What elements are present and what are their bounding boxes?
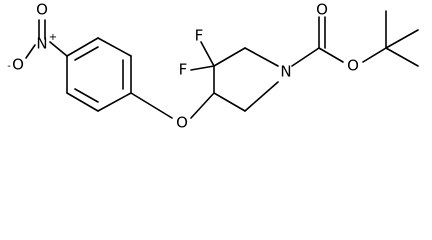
piperidine-bond-5 bbox=[213, 92, 246, 112]
nitro-to-phenyl-bond bbox=[49, 41, 68, 57]
phenyl-bond-5 bbox=[66, 92, 99, 112]
ring-nitrogen-to-carbonyl-bond bbox=[291, 47, 320, 67]
ester-oxygen-label: O bbox=[347, 57, 359, 75]
nitro-n-o-single-bond bbox=[25, 44, 36, 59]
bond-lines bbox=[25, 10, 419, 119]
ring-nitrogen-label: N bbox=[280, 63, 291, 81]
ether-oxygen-label: O bbox=[176, 114, 188, 132]
fluorine-lower-bond bbox=[190, 65, 215, 71]
carbonyl-to-ester-oxygen-bond bbox=[318, 47, 344, 63]
lower-fluorine-label: F bbox=[179, 61, 188, 79]
upper-fluorine-label: F bbox=[195, 27, 204, 45]
piperidine-bond-3 bbox=[244, 47, 279, 67]
ester-oxygen-to-tert-butyl-bond bbox=[362, 47, 387, 63]
phenyl-double-inner-1 bbox=[74, 46, 99, 61]
nitro-oxygen-label: O bbox=[36, 1, 48, 19]
phenyl-bond-2 bbox=[97, 37, 132, 57]
oxide-oxygen-label: O bbox=[12, 56, 24, 74]
ether-oxygen-to-piperidine-bond bbox=[190, 92, 215, 119]
phenyl-double-inner-3 bbox=[74, 88, 99, 103]
phenyl-to-ether-oxygen-bond bbox=[130, 92, 173, 119]
piperidine-bond-4 bbox=[244, 81, 279, 112]
tert-butyl-methyl-right-bond bbox=[385, 29, 419, 49]
chemical-structure: O - N + O O F F N O O bbox=[7, 1, 419, 132]
minus-charge-label: - bbox=[7, 61, 11, 72]
tert-butyl-methyl-down-bond bbox=[385, 47, 419, 67]
fluorine-upper-bond bbox=[200, 41, 215, 67]
phenyl-bond-1 bbox=[66, 37, 99, 57]
plus-charge-label: + bbox=[49, 32, 57, 43]
piperidine-bond-2 bbox=[213, 47, 246, 67]
carbonyl-oxygen-label: O bbox=[316, 1, 328, 19]
atom-labels: O - N + O O F F N O O bbox=[7, 1, 359, 132]
nitro-nitrogen-label: N bbox=[36, 35, 47, 53]
phenyl-bond-4 bbox=[97, 92, 132, 112]
